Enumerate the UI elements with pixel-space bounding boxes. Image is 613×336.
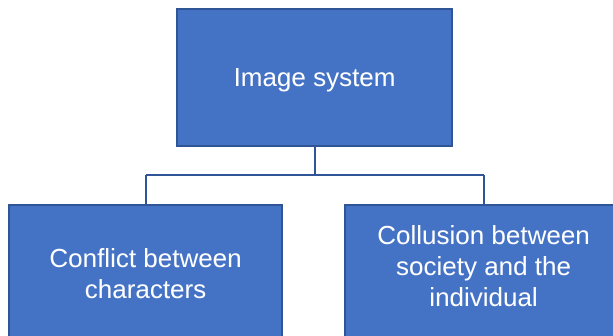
child-node-conflict-label: Conflict between characters [49, 242, 242, 304]
root-node-box: Image system [176, 8, 453, 147]
root-node-label: Image system [233, 61, 396, 92]
child-node-conflict-box: Conflict between characters [8, 204, 283, 336]
child-node-collusion-box: Collusion between society and the indivi… [344, 204, 613, 336]
child-node-collusion-label: Collusion between society and the indivi… [377, 220, 590, 313]
